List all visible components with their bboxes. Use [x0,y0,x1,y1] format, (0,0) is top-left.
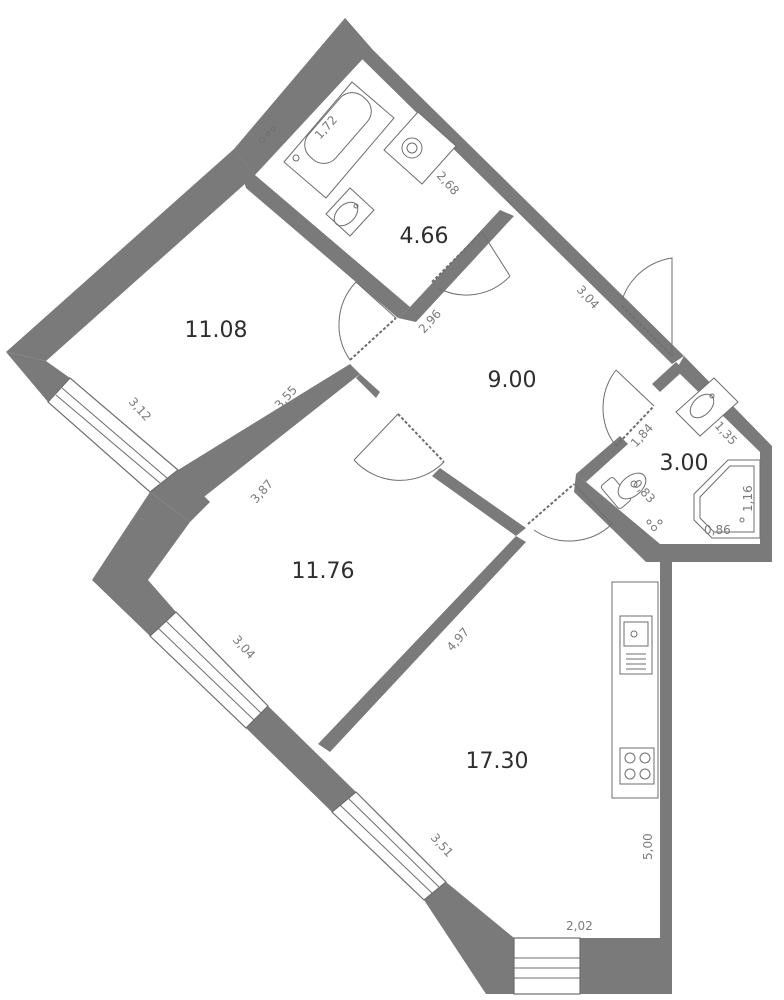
dimension-label: 0,86 [704,523,731,537]
room-area-wc: 3.00 [660,451,709,476]
kitchen-sink-icon [619,615,653,675]
dimension-label: 3,04 [230,633,258,662]
wc-washbasin-icon [675,377,739,437]
dimension-label: 3,12 [126,395,154,424]
room-area-bathroom: 4.66 [400,224,449,249]
shower-icon [693,459,761,539]
room-area-bedroom-middle: 11.76 [292,559,355,584]
fixtures [259,81,761,799]
windows [47,377,581,995]
dimension-label: 4,97 [444,625,472,654]
dimension-label: 5,00 [641,833,655,860]
dimension-label: 3,51 [428,831,456,860]
dimension-label: 1,84 [628,421,656,450]
bathtub-icon [283,81,395,199]
walls [6,18,772,994]
room-area-labels: 11.08 4.66 9.00 3.00 11.76 17.30 [185,224,709,774]
ventilation-icon [259,126,276,143]
dimension-label: 1,16 [741,485,755,512]
washing-machine-icon [383,111,457,185]
room-area-kitchen-living: 17.30 [466,749,529,774]
room-area-bedroom-upper: 11.08 [185,318,248,343]
washbasin-icon [325,187,375,237]
room-area-hallway: 9.00 [488,368,537,393]
dimension-label: 2,68 [434,169,462,198]
toilet-icon [600,472,647,509]
dimension-label: 3,87 [248,477,276,506]
ventilation-icon [646,519,663,531]
doors [338,231,673,542]
dimension-label: 2,02 [566,919,593,933]
stove-icon [619,747,655,785]
